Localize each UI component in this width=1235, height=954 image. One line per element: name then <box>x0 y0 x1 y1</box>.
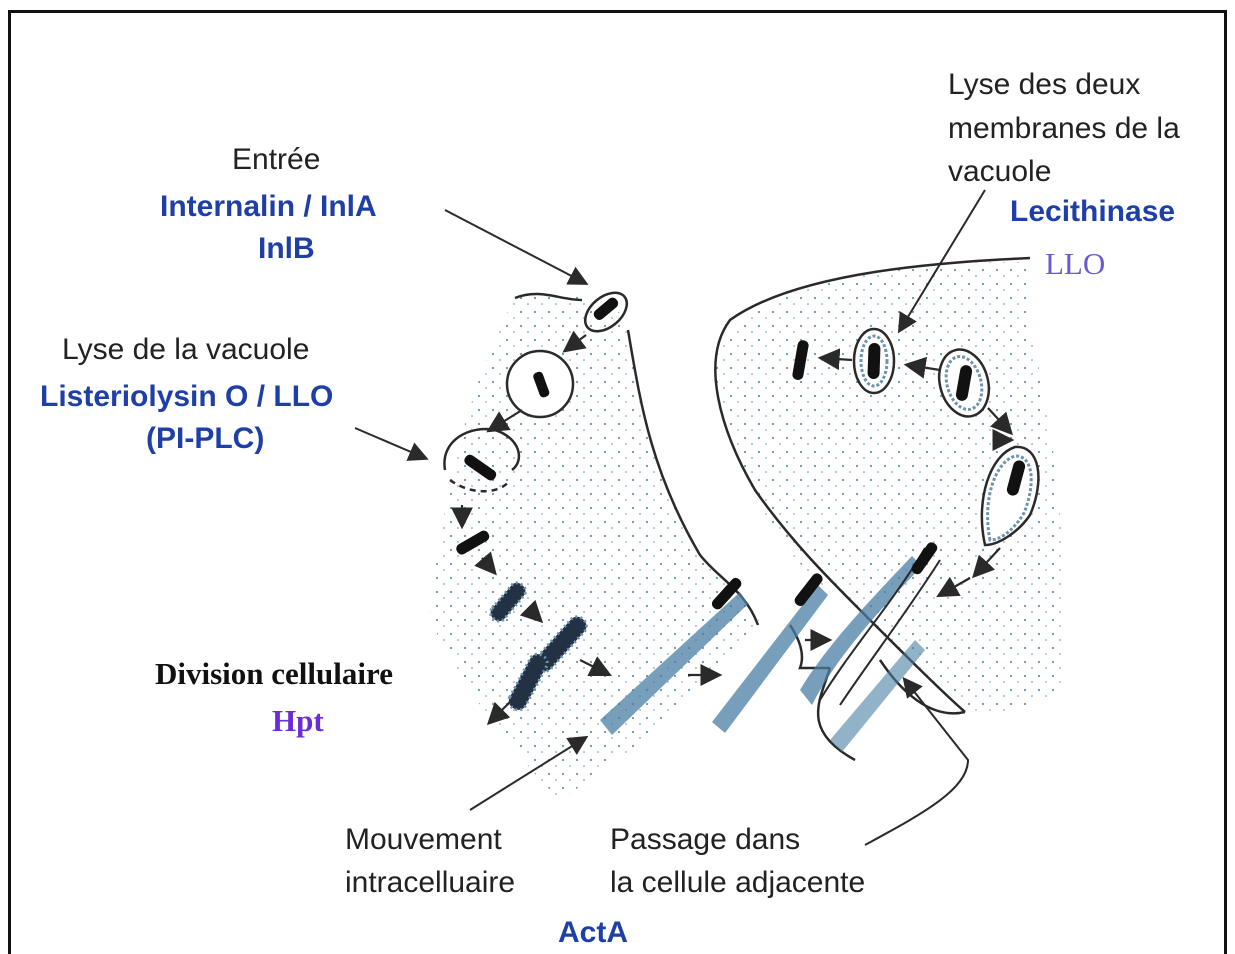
entry-factor-internalin: Internalin / InlA <box>160 190 377 225</box>
double-lysis-line-3: vacuole <box>948 155 1051 190</box>
double-lysis-factor-lecithinase: Lecithinase <box>1010 195 1175 230</box>
passage-line-2: la cellule adjacente <box>610 866 865 901</box>
left-host-cell <box>430 294 760 800</box>
division-factor-hpt: Hpt <box>272 703 324 739</box>
movement-line-1: Mouvement <box>345 823 502 858</box>
double-lysis-line-2: membranes de la <box>948 112 1180 147</box>
vacuole-lysis-factor-piplc: (PI-PLC) <box>146 422 264 457</box>
movement-factor-acta: ActA <box>558 916 628 951</box>
vacuole-intact <box>507 351 573 417</box>
entry-title: Entrée <box>232 143 320 178</box>
vacuole-lysis-factor-llo: Listeriolysin O / LLO <box>40 380 333 415</box>
division-title: Division cellulaire <box>155 656 393 692</box>
movement-line-2: intracelluaire <box>345 866 515 901</box>
double-lysis-line-1: Lyse des deux <box>948 68 1140 103</box>
double-lysis-factor-llo: LLO <box>1045 246 1105 282</box>
passage-line-1: Passage dans <box>610 823 800 858</box>
entry-factor-inlb: InlB <box>258 232 315 267</box>
vacuole-lysis-title: Lyse de la vacuole <box>62 333 309 368</box>
